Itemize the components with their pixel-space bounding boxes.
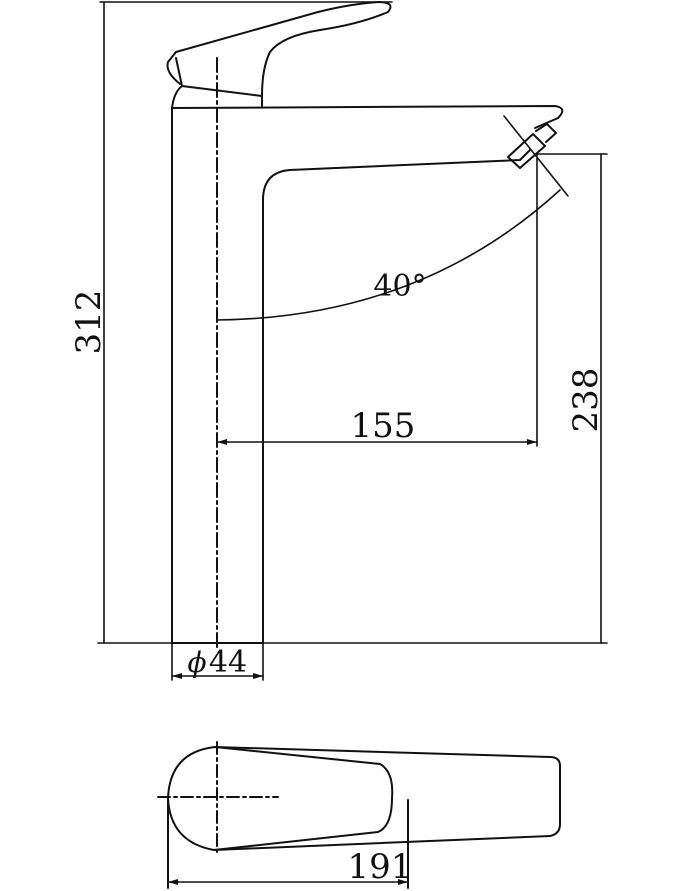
faucet-handle-lever: [166, 1, 392, 97]
faucet-aerator: [507, 133, 546, 169]
dim-238-label: 238: [566, 368, 606, 433]
arrow-155-right: [527, 439, 537, 445]
arrow-155-left: [217, 439, 227, 445]
faucet-body: [171, 107, 531, 644]
front-dimension-lines: [97, 1, 608, 681]
dim-44-label: 44: [209, 645, 247, 680]
faucet-handle-inner: [175, 57, 183, 87]
dimension-arrows: [168, 439, 537, 885]
faucet-top-view: [157, 741, 561, 889]
top-view-lever: [213, 746, 394, 851]
dim-312-label: 312: [69, 290, 109, 355]
arrow-191-left: [168, 879, 178, 885]
faucet-aerator-ring: [535, 123, 557, 143]
dim-40-arc: [216, 189, 561, 321]
dim-191-label: 191: [348, 847, 413, 887]
dim-40-spout-axis: [503, 115, 569, 197]
dim-155-label: 155: [351, 406, 416, 446]
faucet-spout-top: [171, 105, 564, 129]
arrow-44-left: [172, 673, 182, 679]
dim-44-phi-symbol: ϕ: [187, 646, 206, 679]
arrow-191-right: [398, 879, 408, 885]
dim-40-label: 40°: [373, 269, 426, 304]
arrow-44-right: [253, 673, 263, 679]
faucet-front-view: [166, 1, 564, 644]
